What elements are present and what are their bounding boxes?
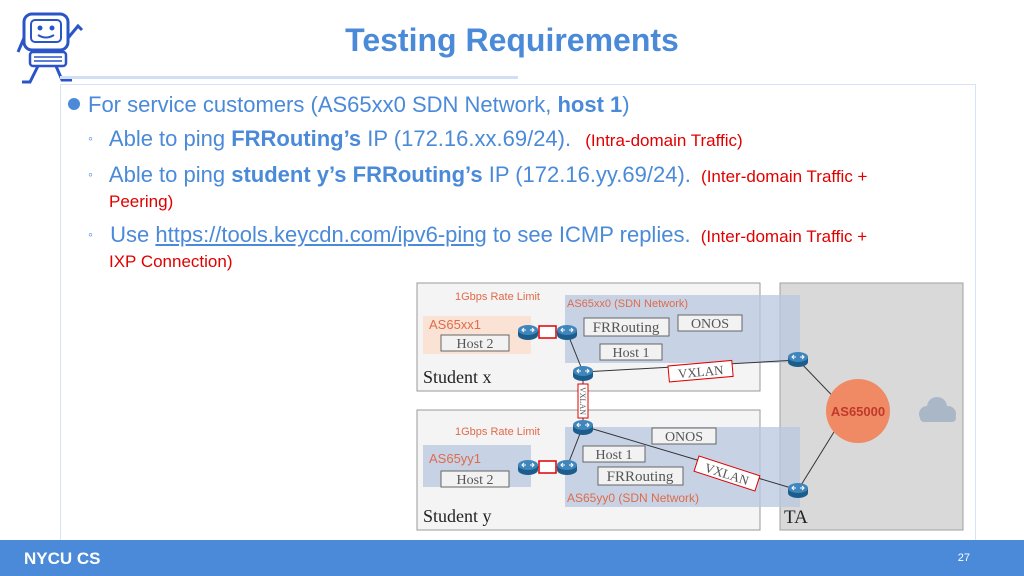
vxlan-tag-vertical: VXLAN (577, 383, 589, 419)
student-x-label: Student x (423, 367, 492, 387)
onos-box (651, 427, 717, 445)
svg-text:VXLAN: VXLAN (677, 362, 724, 381)
frrouting-box (583, 317, 670, 337)
router-icon (517, 324, 539, 341)
as65000-node (826, 379, 890, 443)
page-number: 27 (957, 552, 970, 564)
sdn-network-label: AS65yy0 (SDN Network) (567, 491, 699, 505)
frrouting-label: FRRouting (593, 320, 660, 336)
page-title: Testing Requirements (345, 22, 679, 58)
vxlan-tag: VXLAN (667, 359, 734, 383)
title-underline (60, 76, 518, 79)
router-icon (556, 324, 578, 341)
traffic-note: (Inter-domain Traffic + (701, 167, 868, 186)
router-icon (556, 459, 578, 476)
footer-label: NYCU CS (24, 549, 101, 568)
onos-label: ONOS (665, 430, 703, 445)
ipv6-ping-link[interactable]: https://tools.keycdn.com/ipv6-ping (155, 222, 487, 247)
bullet-service-customers: For service customers (AS65xx0 SDN Netwo… (68, 92, 630, 118)
ta-label: TA (784, 507, 808, 528)
onos-box (677, 314, 743, 332)
host2-box (440, 470, 510, 488)
as65xx1-label: AS65xx1 (429, 317, 481, 332)
rate-limit-label: 1Gbps Rate Limit (455, 426, 540, 438)
router-icon (517, 459, 539, 476)
cloud-icon (919, 397, 956, 422)
as65yy1-label: AS65yy1 (429, 451, 481, 466)
sub-bullet-use-tool: ◦ Use https://tools.keycdn.com/ipv6-ping… (88, 222, 868, 247)
traffic-note-continued: IXP Connection) (109, 252, 233, 271)
sub-bullet-circle-icon: ◦ (88, 226, 93, 242)
onos-label: ONOS (691, 317, 729, 332)
host2-label: Host 2 (457, 337, 494, 352)
rate-limit-box (538, 325, 557, 339)
network-topology-diagram: 1Gbps Rate Limit AS65xx0 (SDN Network) A… (416, 282, 964, 531)
router-icon (572, 365, 594, 382)
host1-box (582, 445, 646, 463)
host1-label: Host 1 (596, 448, 633, 463)
traffic-note: (Intra-domain Traffic) (585, 131, 743, 150)
as65000-label: AS65000 (831, 404, 885, 419)
frrouting-label: FRRouting (607, 469, 674, 485)
router-icon (787, 351, 809, 368)
student-y-label: Student y (423, 506, 492, 526)
sub-bullet-ping-frrouting: ◦ Able to ping FRRouting’s IP (172.16.xx… (88, 126, 743, 151)
svg-text:VXLAN: VXLAN (578, 387, 587, 415)
footer-bar: NYCU CS 27 (0, 540, 1024, 576)
computer-mascot-logo (16, 8, 86, 88)
host1-label: Host 1 (613, 346, 650, 361)
router-icon (572, 419, 594, 436)
sub-bullet-circle-icon: ◦ (88, 130, 93, 146)
bullet-dot-icon (68, 98, 80, 110)
traffic-note-continued: Peering) (109, 192, 174, 211)
sdn-network-label: AS65xx0 (SDN Network) (567, 298, 688, 310)
router-icon (787, 482, 809, 499)
host2-label: Host 2 (457, 473, 494, 488)
sub-bullet-ping-student-y: ◦ Able to ping student y’s FRRouting’s I… (88, 162, 868, 187)
traffic-note: (Inter-domain Traffic + (700, 227, 868, 246)
frrouting-box (597, 466, 684, 486)
host2-box (440, 334, 510, 352)
rate-limit-label: 1Gbps Rate Limit (455, 291, 540, 303)
sub-bullet-circle-icon: ◦ (88, 166, 93, 182)
host1-box (599, 343, 663, 361)
rate-limit-box (538, 460, 557, 474)
